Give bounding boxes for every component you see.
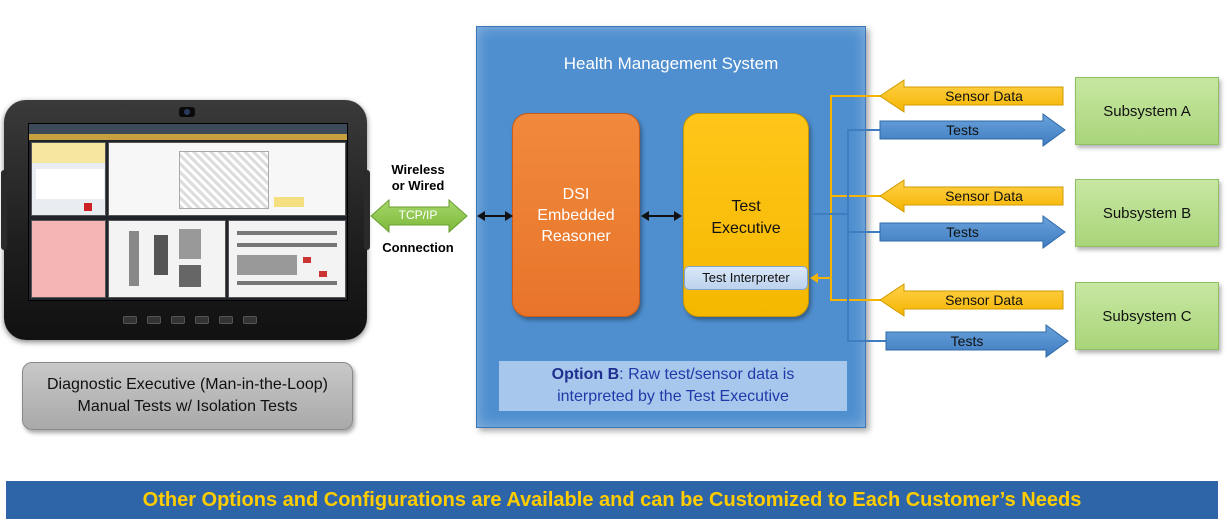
tests-arrow-a — [879, 113, 1066, 147]
sensor-data-arrow-a — [879, 79, 1064, 113]
subsystem-a-box: Subsystem A — [1075, 77, 1219, 145]
connection-line1: Wireless — [391, 162, 445, 177]
option-description: Option B: Raw test/sensor data is interp… — [499, 361, 847, 411]
hms-title: Health Management System — [563, 54, 779, 73]
tcp-ip-label: TCP/IP — [398, 208, 438, 222]
screen-panel-schematic — [108, 142, 346, 216]
tests-label-b: Tests — [946, 224, 979, 240]
sensor-to-interpreter-arrowhead — [810, 273, 818, 283]
tests-arrow-c — [885, 324, 1069, 358]
tablet-side-button — [364, 170, 370, 250]
tablet-hardware-buttons — [110, 316, 270, 328]
tablet-device — [1, 100, 370, 340]
option-text-1: : Raw test/sensor data is — [619, 366, 795, 383]
camera-icon — [179, 107, 195, 117]
test-executive-line2: Executive — [711, 220, 781, 237]
diagnostic-executive-line2: Manual Tests w/ Isolation Tests — [77, 398, 298, 415]
dsi-line3: Reasoner — [541, 227, 611, 245]
dsi-reasoner-box: DSI Embedded Reasoner — [512, 113, 640, 317]
test-executive-line1: Test — [731, 198, 761, 215]
sensor-data-label-b: Sensor Data — [945, 188, 1023, 204]
option-text-2: interpreted by the Test Executive — [557, 388, 789, 405]
tests-arrow-b — [879, 215, 1066, 249]
connection-label: Connection — [382, 240, 454, 255]
connection-line2: or Wired — [391, 178, 445, 193]
screen-panel-diagram — [108, 220, 226, 298]
screen-panel-list — [31, 220, 106, 298]
tests-bus — [812, 129, 886, 342]
diagnostic-executive-box: Diagnostic Executive (Man-in-the-Loop) M… — [22, 362, 353, 430]
sensor-data-arrow-c — [879, 283, 1064, 317]
tcp-ip-arrow — [370, 198, 468, 234]
tablet-screen — [28, 123, 348, 301]
dsi-test-executive-arrow — [641, 211, 682, 221]
tests-label-c: Tests — [950, 333, 984, 349]
options-banner: Other Options and Configurations are Ava… — [6, 481, 1218, 519]
subsystem-c-box: Subsystem C — [1075, 282, 1219, 350]
test-interpreter-box: Test Interpreter — [684, 266, 808, 290]
sensor-data-label-a: Sensor Data — [945, 88, 1023, 104]
connection-type-label: Wireless or Wired — [380, 162, 456, 194]
sensor-data-arrow-b — [879, 179, 1064, 213]
screen-panel-diagram — [228, 220, 346, 298]
diagnostic-executive-line1: Diagnostic Executive (Man-in-the-Loop) — [46, 376, 328, 393]
subsystem-b-box: Subsystem B — [1075, 179, 1219, 247]
tests-label-a: Tests — [946, 122, 979, 138]
screen-panel-procedure — [31, 142, 106, 216]
link-dsi-arrow — [477, 211, 513, 221]
option-name: Option B — [551, 366, 620, 383]
sensor-data-label-c: Sensor Data — [945, 292, 1023, 308]
dsi-line1: DSI — [562, 185, 590, 203]
tablet-side-button — [1, 170, 7, 250]
screen-titlebar — [29, 124, 347, 134]
screen-toolbar — [29, 134, 347, 140]
dsi-line2: Embedded — [537, 206, 615, 224]
